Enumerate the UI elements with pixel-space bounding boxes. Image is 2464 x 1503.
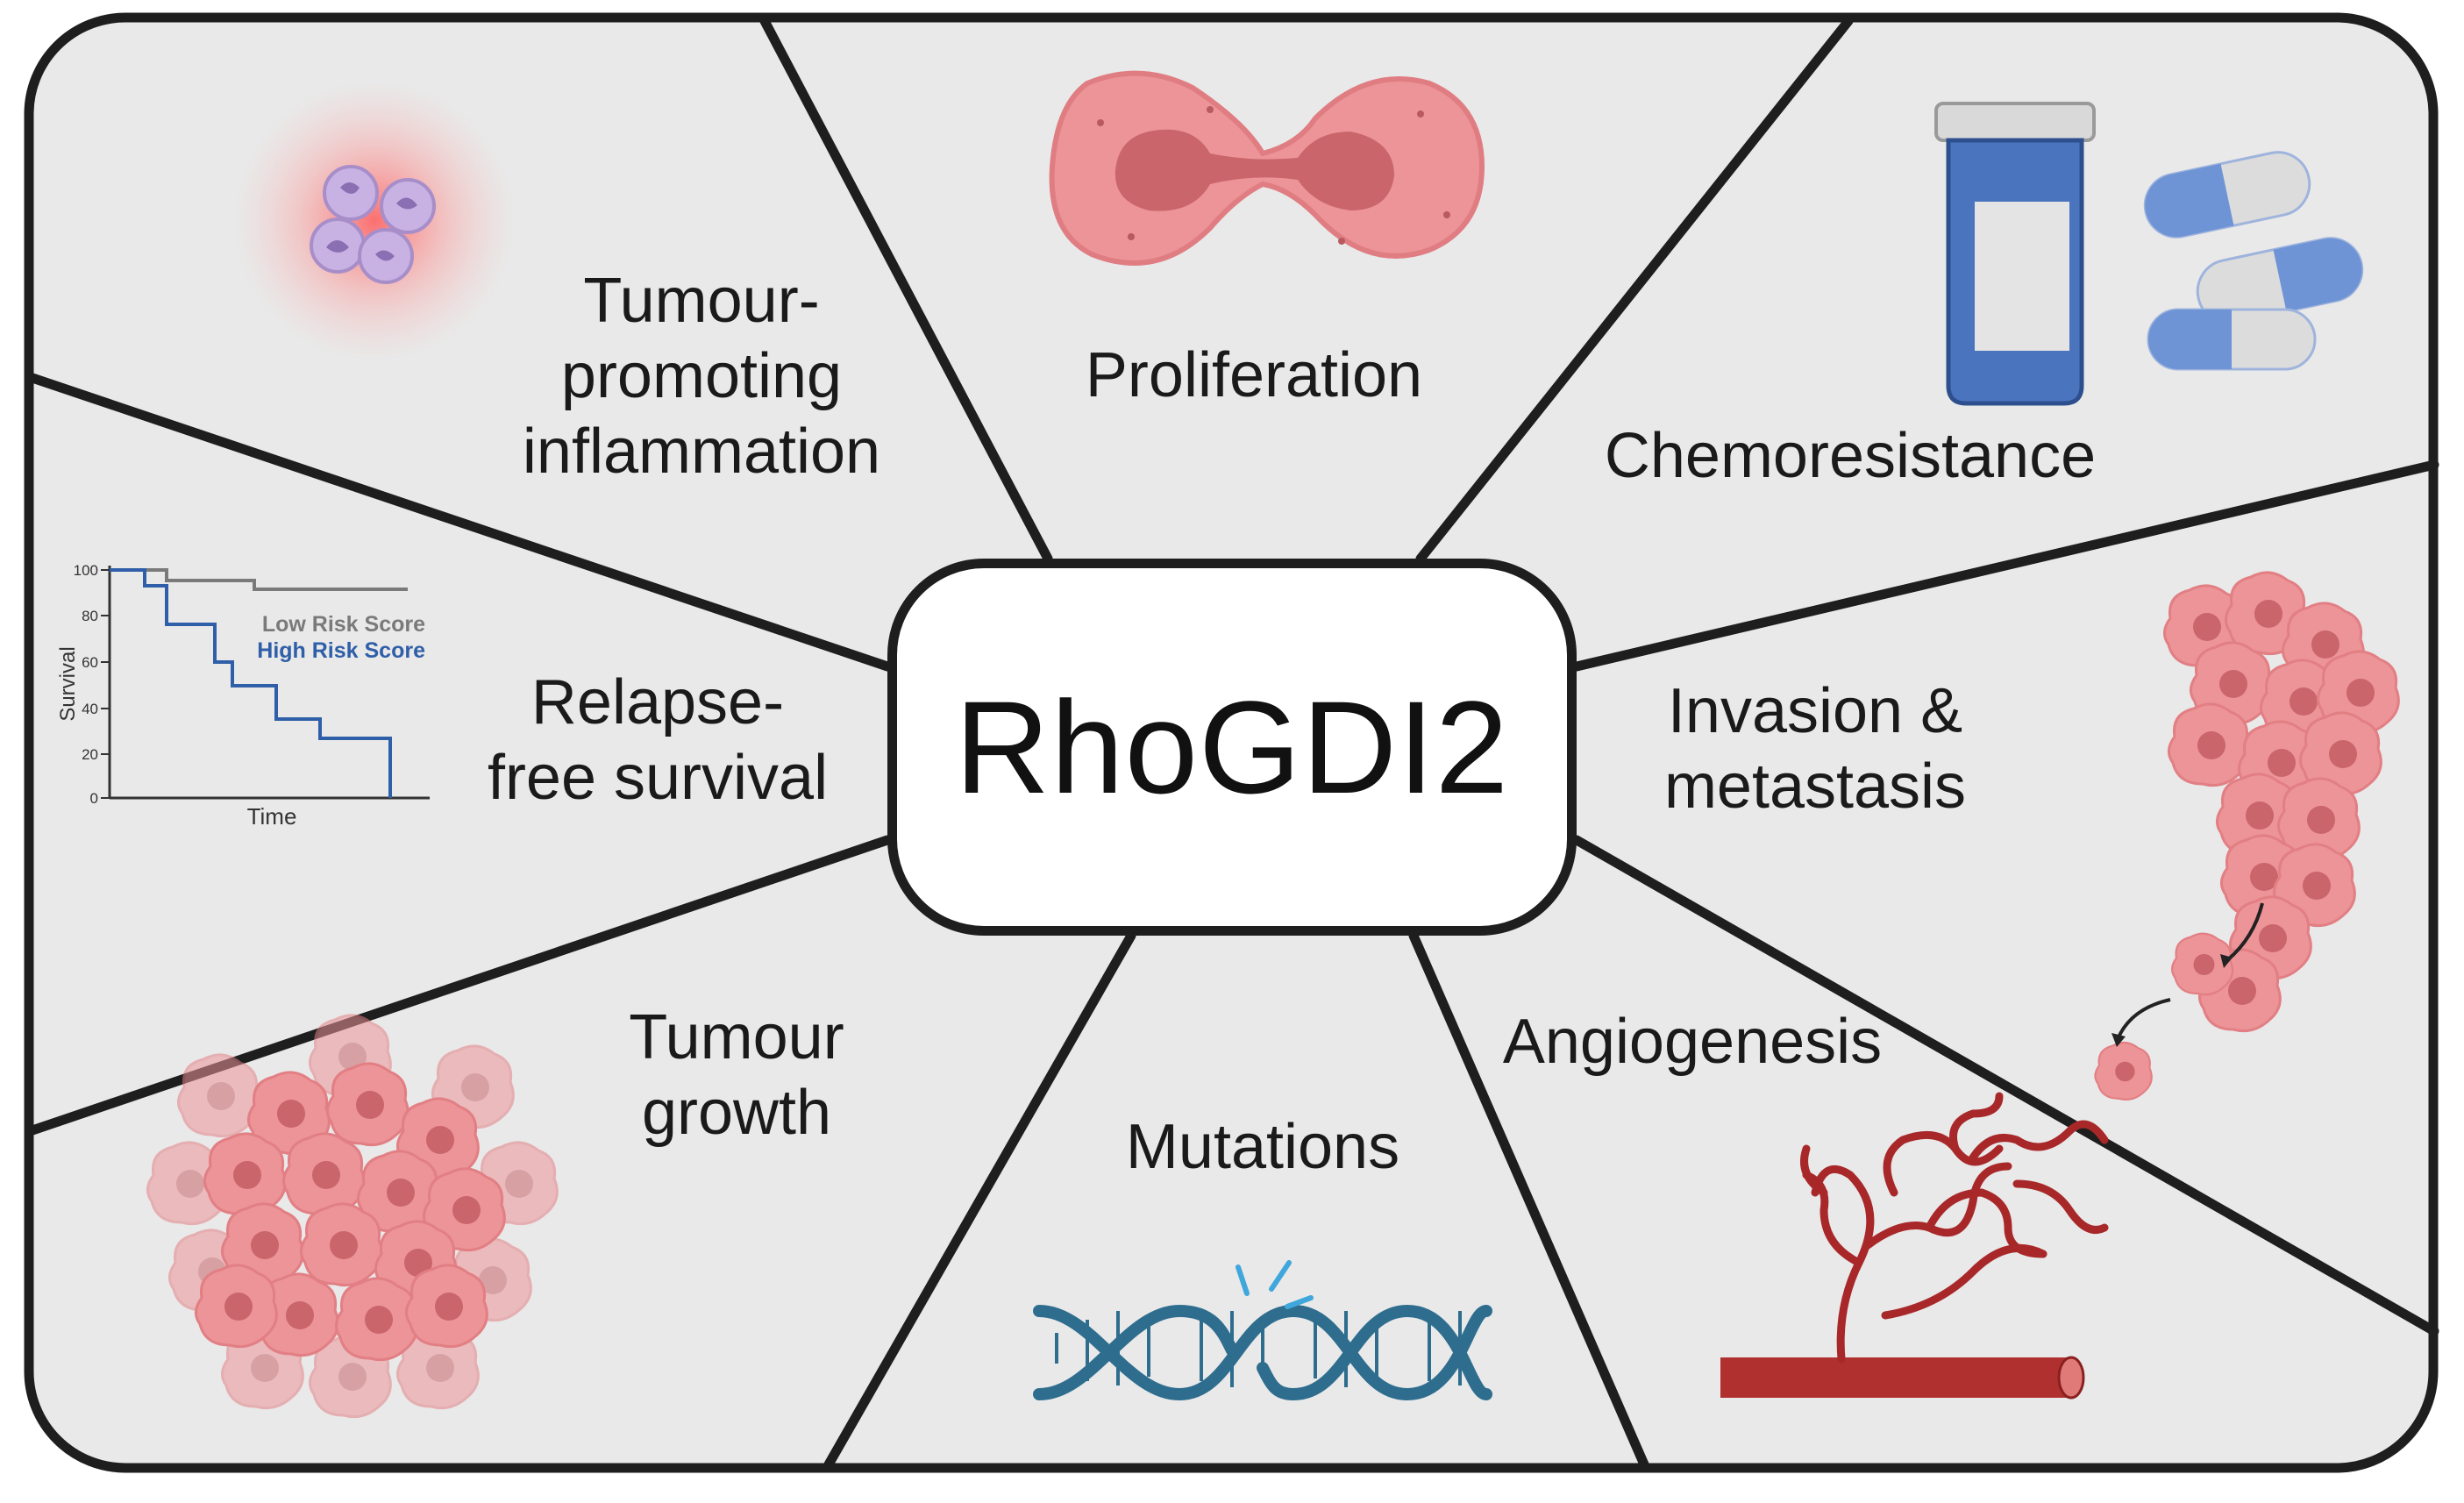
plot-xlabel: Time [247,803,297,830]
label-inflammation: Tumour- promoting inflammation [522,266,881,487]
label-tumour-growth: Tumour growth [629,1002,844,1148]
plot-ytick: 100 [74,562,98,579]
capsule-icons [2143,151,2364,371]
label-chemoresistance: Chemoresistance [1604,421,2097,491]
center-title: RhoGDI2 [954,673,1510,821]
legend-high-risk: High Risk Score [257,638,425,663]
invasion-cell-cluster-icon [2094,571,2400,1101]
inflammation-icon [234,81,515,361]
plot-ytick: 0 [90,790,98,807]
label-relapse: Relapse- free survival [487,667,829,813]
label-invasion: Invasion & metastasis [1663,676,1967,822]
segment-dividers [25,16,2439,1470]
dividing-cell-icon [1049,70,1485,266]
blood-vessel-icon [1720,1092,2109,1400]
dna-helix-icon [1033,1260,1492,1401]
pill-bottle-icon [1934,102,2364,406]
label-mutations: Mutations [1125,1112,1400,1182]
label-angiogenesis: Angiogenesis [1502,1007,1883,1077]
plot-ytick: 20 [82,746,98,763]
center-box: RhoGDI2 [887,559,1577,936]
plot-ylabel: Survival [56,646,80,721]
legend-low-risk: Low Risk Score [262,612,425,637]
label-proliferation: Proliferation [1085,340,1423,410]
plot-ytick: 60 [82,654,98,671]
plot-ytick: 40 [82,701,98,717]
survival-plot [101,566,430,800]
plot-ytick: 80 [82,608,98,624]
